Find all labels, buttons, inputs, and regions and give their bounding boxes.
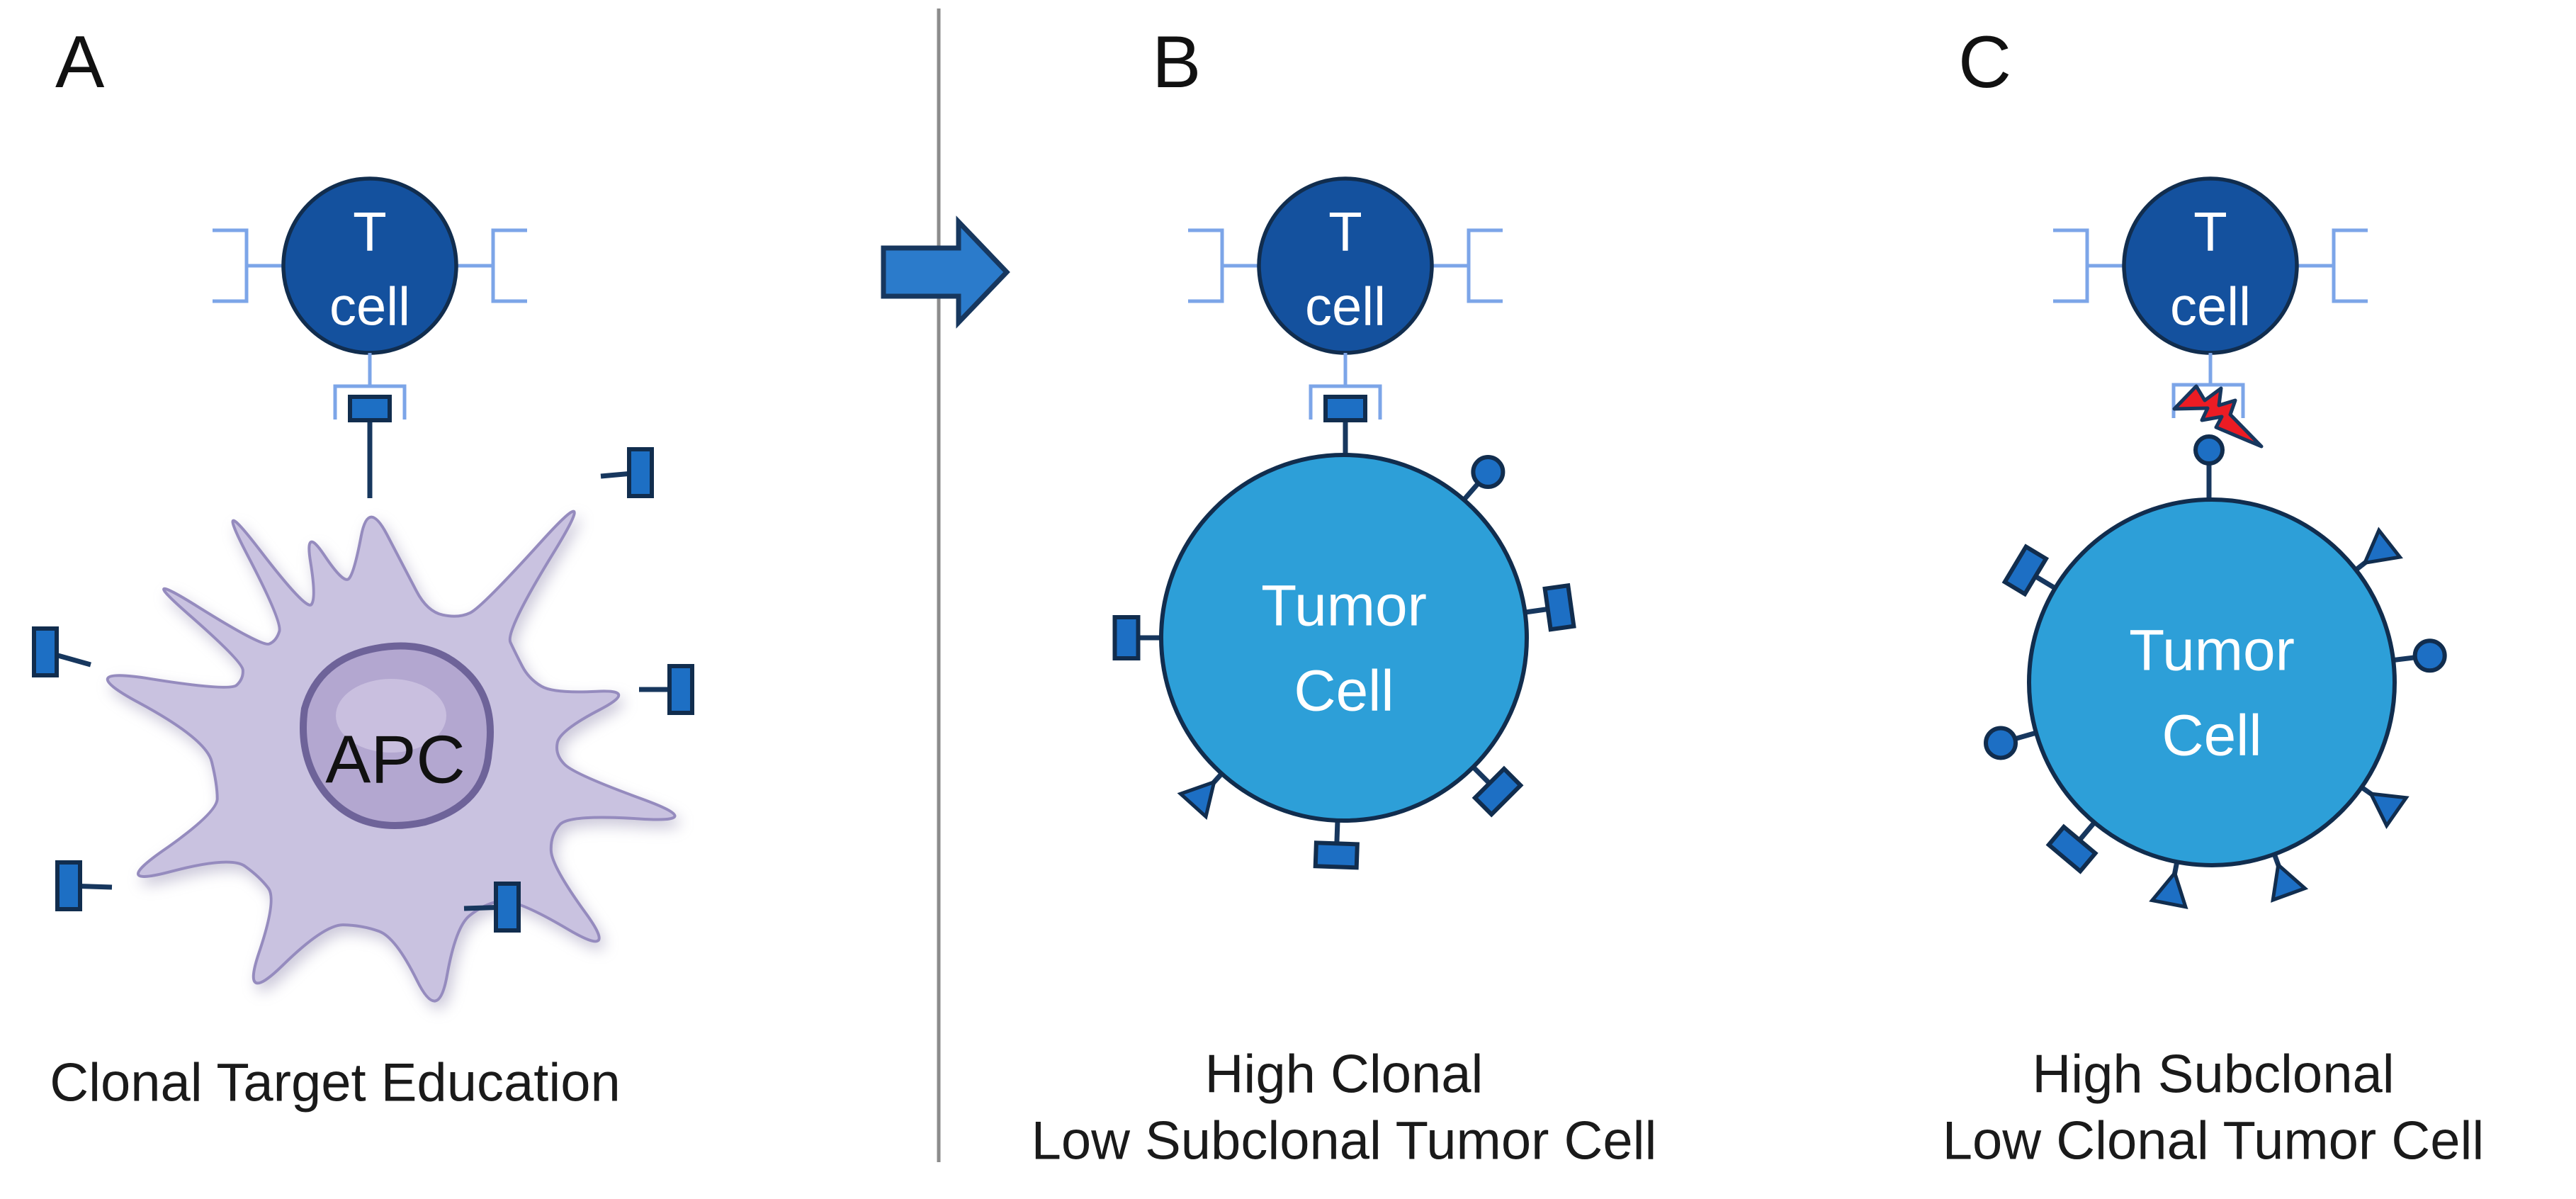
clonal-antigen-rect <box>1471 765 1524 818</box>
subclonal-antigen-triangle <box>2351 527 2403 574</box>
subclonal-antigen-circle <box>1459 455 1506 504</box>
clonal-antigen-rect <box>627 447 654 498</box>
tumor-cell-label-line2: Cell <box>2162 704 2261 768</box>
clonal-antigen-rect <box>55 860 82 911</box>
subclonal-antigen-triangle <box>2271 850 2309 903</box>
subclonal-antigen-triangle <box>1177 770 1226 821</box>
t-cell-side-receptor <box>1188 228 1503 303</box>
clonal-antigen-rect <box>2045 818 2098 874</box>
tumor-cell-label-line1: Tumor <box>1261 574 1427 638</box>
tumor-cell-label-line1: Tumor <box>2129 619 2295 683</box>
tumor-cell-label-line2: Cell <box>1294 659 1394 724</box>
panel-caption-line: High Clonal <box>1205 1045 1484 1105</box>
subclonal-antigen-triangle <box>2149 858 2188 909</box>
clonal-antigen-rect <box>667 664 694 715</box>
clonal-antigen-rect <box>2045 823 2098 874</box>
clonal-antigen-rect <box>348 395 392 422</box>
tumor-cell-body <box>1159 453 1529 823</box>
t-cell-side-receptor <box>213 228 527 303</box>
panel-letter: A <box>55 21 105 103</box>
t-cell-label-line1: T <box>1328 201 1362 263</box>
subclonal-antigen-triangle <box>2271 861 2309 903</box>
subclonal-antigen-circle <box>1471 455 1506 490</box>
panel-caption-line: Clonal Target Education <box>50 1053 621 1113</box>
clonal-antigen-rect <box>639 664 694 715</box>
subclonal-antigen-triangle <box>2358 783 2410 829</box>
blocked-tcr-junction <box>2171 353 2264 498</box>
subclonal-antigen-circle <box>2390 638 2447 673</box>
panel-letter: B <box>1152 21 1201 103</box>
tumor-cell-body <box>2027 497 2397 867</box>
clonal-antigen-rect <box>2001 544 2050 597</box>
clonal-antigen-rect <box>463 882 521 933</box>
t-cell-label-line2: cell <box>2170 277 2251 337</box>
apc-presented-antigens <box>32 447 694 933</box>
clonal-antigen-rect <box>1323 395 1367 422</box>
clonal-antigen-rect <box>600 447 654 498</box>
panel-letter: C <box>1958 21 2011 103</box>
clonal-antigen-rect <box>1522 582 1576 632</box>
blocked-signal-lightning-icon <box>2172 384 2264 449</box>
panel-caption-line: Low Clonal Tumor Cell <box>1943 1111 2485 1171</box>
t-cell-label-line1: T <box>353 201 387 263</box>
subclonal-antigen-triangle <box>2361 527 2403 565</box>
apc-label: APC <box>325 722 465 798</box>
clonal-antigen-rect <box>494 882 521 933</box>
t-cell-label-line2: cell <box>1305 277 1386 337</box>
clonal-antigen-rect <box>32 626 91 677</box>
clonal-antigen-rect <box>1469 763 1524 818</box>
apc-cell: APC <box>106 510 677 1003</box>
t-cell-label-line2: cell <box>329 277 410 337</box>
apc-nucleus-highlight <box>336 679 446 753</box>
subclonal-antigen-triangle <box>2149 869 2188 909</box>
transition-arrow-icon <box>881 215 1010 329</box>
clonal-antigen-rect <box>1313 817 1360 870</box>
tcr-binding-bracket <box>333 384 407 420</box>
subclonal-antigen-circle <box>2193 434 2225 466</box>
subclonal-antigen-circle <box>1984 726 2040 760</box>
t-cell-side-receptor <box>2053 228 2368 303</box>
clonal-antigen-rect <box>1112 615 1164 660</box>
tcr-binding-bracket <box>2171 383 2245 418</box>
panel-caption-line: Low Subclonal Tumor Cell <box>1032 1111 1657 1171</box>
clonal-antigen-rect <box>1112 615 1141 660</box>
subclonal-antigen-circle <box>1984 726 2018 760</box>
clonal-antigen-rect <box>1542 582 1576 632</box>
panel-caption-line: High Subclonal <box>2032 1045 2394 1105</box>
tcr-antigen-junction <box>1309 353 1382 454</box>
clonal-antigen-rect <box>1313 840 1360 870</box>
clonal-antigen-rect <box>55 860 113 911</box>
clonal-antigen-rect <box>32 626 59 677</box>
subclonal-antigen-triangle <box>2368 792 2410 829</box>
subclonal-antigen-circle <box>2412 638 2447 673</box>
clonal-antigen-rect <box>2001 544 2060 597</box>
tcr-binding-bracket <box>1309 384 1382 420</box>
tcr-antigen-junction <box>333 353 407 498</box>
t-cell-label-line1: T <box>2193 201 2227 263</box>
subclonal-antigen-triangle <box>1177 779 1217 821</box>
